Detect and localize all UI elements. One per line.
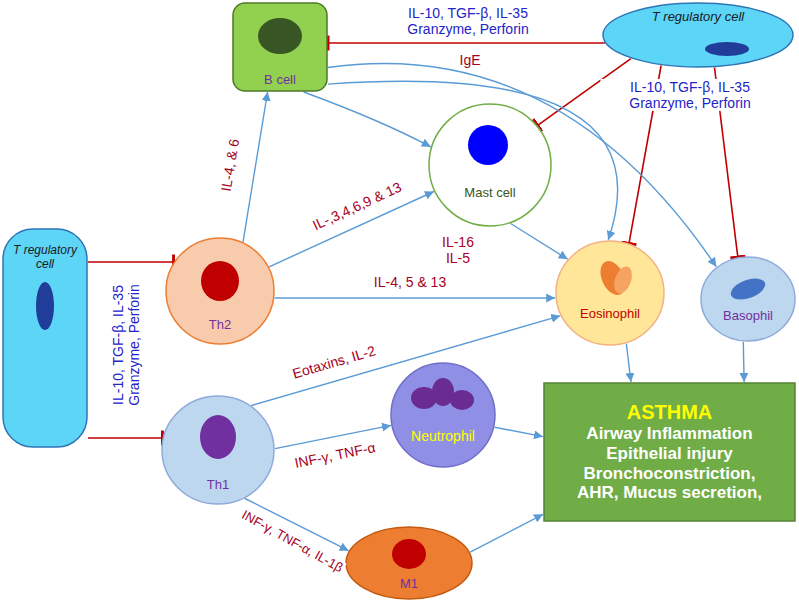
inhibition-line [88,261,174,263]
regulatory-mediators: IL-10, TGF-β, IL-35 Granzyme, Perforin [601,79,780,111]
activation-arrow [626,344,631,382]
nucleus [728,274,768,303]
t-regulatory-cell: T regulatory cell [2,228,88,448]
cytokine-label: IgE [457,52,482,68]
activation-arrow [328,81,618,240]
mast-cell: Mast cell [428,103,552,227]
cell-body [391,363,495,467]
cell-name: Neutrophil [411,428,475,444]
cell-outline [428,103,552,227]
nucleus [200,415,236,459]
cell-name: ASTHMA [627,401,713,424]
cell-name: Mast cell [464,186,515,201]
nucleus [392,539,426,569]
nucleus [36,282,54,330]
regulatory-mediators: IL-10, TGF-β, IL-35 Granzyme, Perforin [110,273,142,417]
cell-name: M1 [400,577,418,592]
cell-body [556,241,664,345]
th2-cell: Th2 [165,237,275,345]
nucleus [468,125,508,165]
nucleus [705,42,749,56]
nucleus [611,264,636,296]
nucleus [450,390,474,410]
cytokine-label: Eotaxins, IL-2 [289,342,380,382]
cell-body [166,238,274,344]
basophil-cell: Basophil [700,256,796,342]
t-regulatory-cell: T regulatory cell [602,2,794,68]
eosinophil-cell: Eosinophil [555,240,665,346]
cell-name: Th1 [207,478,229,493]
inhibition-line [328,42,605,44]
cytokine-label: IL-4, 5 & 13 [372,274,448,290]
activation-arrow [243,92,268,242]
activation-arrow [304,92,431,147]
nucleus [258,18,302,54]
cytokine-label: IL-4, & 6 [217,136,242,195]
cell-name: Eosinophil [580,307,640,322]
inhibition-line [88,437,162,439]
neutrophil-cell: Neutrophil [390,362,496,468]
cytokine-label: INF-γ, TNF-α [291,439,378,472]
activation-arrow [495,427,543,436]
activation-arrow [511,224,568,260]
cytokine-label: IL-16 IL-5 [434,234,482,266]
activation-arrow [743,342,745,382]
cell-body [346,527,472,599]
cell-body [429,104,551,226]
cell-body [233,3,327,91]
m1-macrophage: M1 [345,526,473,600]
activation-arrow [470,514,543,552]
regulatory-mediators: IL-10, TGF-β, IL-35 Granzyme, Perforin [379,5,558,37]
cell-name: Basophil [723,309,773,324]
outcome-list: Airway Inflammation Epithelial injury Br… [562,424,777,502]
cell-outline [390,362,496,468]
activation-arrow [275,297,556,298]
cytokine-label: IL-,3,4,6,9 & 13 [308,178,405,234]
cell-outline [555,240,665,346]
cell-name: T regulatory cell [652,10,744,25]
nucleus [201,261,239,301]
asthma-outcome-box: ASTHMAAirway Inflammation Epithelial inj… [543,382,796,522]
th1-cell: Th1 [161,395,275,505]
cell-name: T regulatory cell [8,244,82,272]
cell-body [701,257,795,341]
cell-name: B cell [264,73,296,88]
cell-body [544,383,795,521]
cell-name: Th2 [209,318,231,333]
b-cell: B cell [232,2,328,92]
cell-body [603,3,793,67]
cell-body [3,229,87,447]
cell-body [162,396,274,504]
cell-outline [700,256,796,342]
